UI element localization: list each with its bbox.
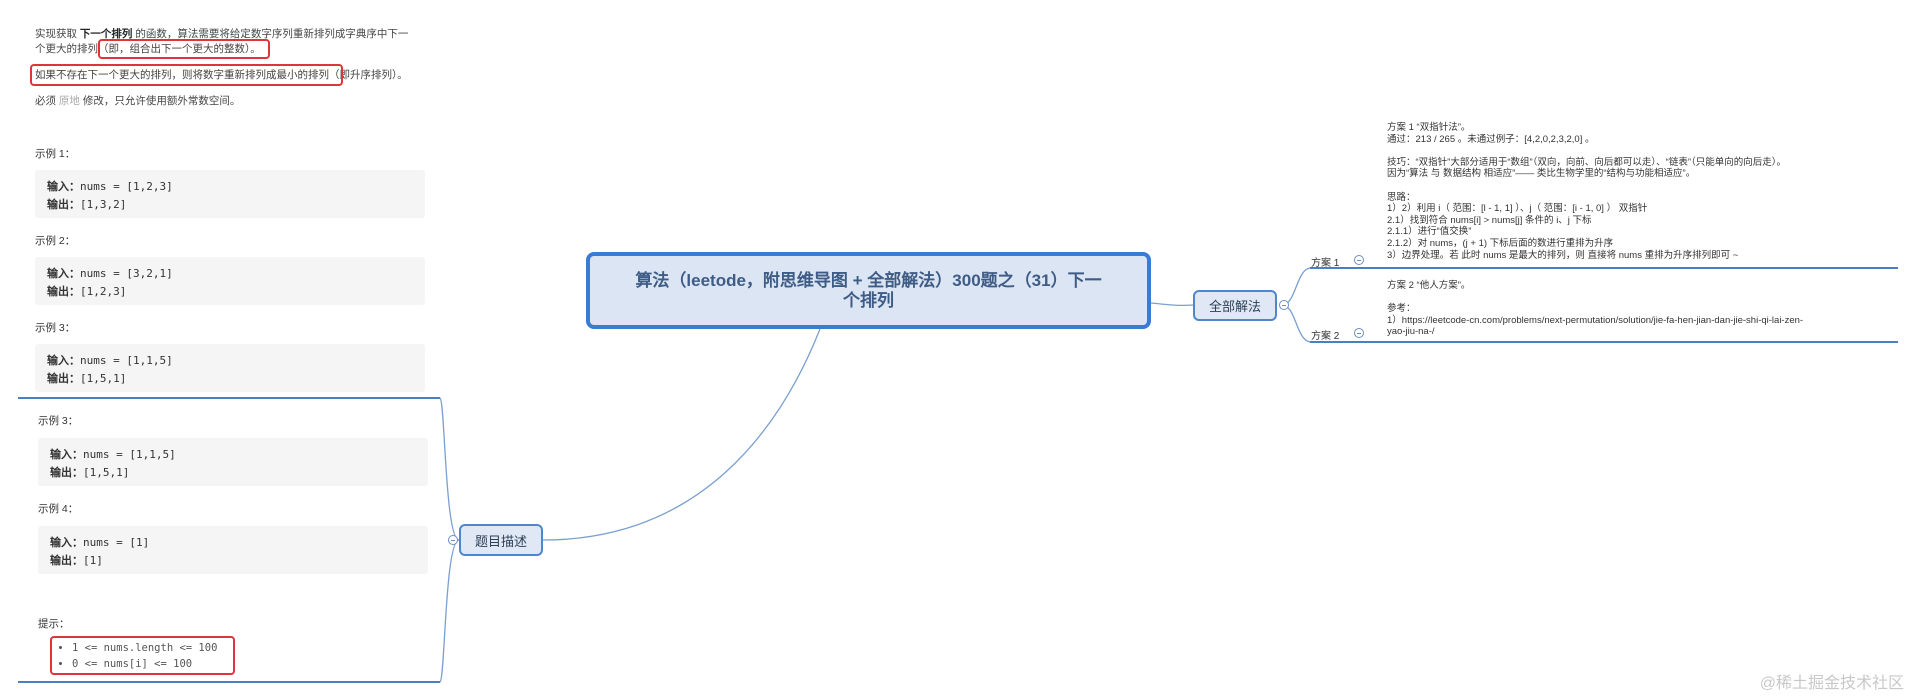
collapse-icon[interactable] xyxy=(1354,255,1364,265)
solution-2-text: 方案 2 “他人方案”。 参考： 1）https://leetcode-cn.c… xyxy=(1387,280,1804,338)
example-2-output-label: 输出： xyxy=(47,286,80,298)
problem-line1-prefix: 实现获取 xyxy=(35,28,80,40)
example-2-box: 输入：nums = [3,2,1] 输出：[1,2,3] xyxy=(35,257,425,305)
watermark: @稀土掘金技术社区 xyxy=(1759,675,1904,692)
example-1-input: nums = [1,2,3] xyxy=(80,180,173,193)
solution-1-text: 方案 1 “双指针法”。 通过：213 / 265 。未通过例子：[4,2,0,… xyxy=(1387,122,1786,261)
problem-line1-bold: 下一个排列 xyxy=(79,28,133,40)
collapse-icon[interactable] xyxy=(1354,328,1364,338)
problem-line4: 必须 原地 修改，只允许使用额外常数空间。 xyxy=(35,94,240,109)
all-solutions-node[interactable]: 全部解法 xyxy=(1193,290,1277,321)
example-1-title: 示例 1： xyxy=(35,148,76,160)
example-2-input: nums = [3,2,1] xyxy=(80,267,173,280)
problem-line4-prefix: 必须 xyxy=(35,95,59,107)
collapse-icon[interactable] xyxy=(448,535,458,545)
example-3b-box: 输入：nums = [1,1,5] 输出：[1,5,1] xyxy=(38,438,428,486)
problem-description-node[interactable]: 题目描述 xyxy=(459,524,543,556)
example-4-output: [1] xyxy=(83,554,103,567)
tips-list: 1 <= nums.length <= 100 0 <= nums[i] <= … xyxy=(58,640,217,672)
tips-title: 提示： xyxy=(38,618,70,630)
problem-line3-highlight: 如果不存在下一个更大的排列，则将数字重新排列成最小的排列 xyxy=(35,69,329,81)
problem-line3: 如果不存在下一个更大的排列，则将数字重新排列成最小的排列（即升序排列）。 xyxy=(35,68,408,83)
example-4-output-label: 输出： xyxy=(50,555,83,567)
problem-line3-suffix: （即升序排列）。 xyxy=(329,69,408,81)
problem-line4-suffix: 修改，只允许使用额外常数空间。 xyxy=(79,95,241,107)
central-topic[interactable]: 算法（leetode，附思维导图 + 全部解法）300题之（31）下一个排列 xyxy=(586,252,1151,329)
problem-line1-suffix: 的函数，算法需要将给定数字序列重新排列成字典序中下一 xyxy=(132,28,409,40)
example-3-input: nums = [1,1,5] xyxy=(80,354,173,367)
example-3b-input: nums = [1,1,5] xyxy=(83,448,176,461)
example-3-output-label: 输出： xyxy=(47,373,80,385)
problem-line4-muted: 原地 xyxy=(58,95,80,107)
solution-1-label[interactable]: 方案 1 xyxy=(1311,258,1340,269)
example-3b-input-label: 输入： xyxy=(50,449,83,461)
example-2-title: 示例 2： xyxy=(35,235,76,247)
highlight-box-1 xyxy=(98,39,270,59)
example-4-input-label: 输入： xyxy=(50,537,83,549)
example-1-box: 输入：nums = [1,2,3] 输出：[1,3,2] xyxy=(35,170,425,218)
example-3-output: [1,5,1] xyxy=(80,372,127,385)
example-3b-output-label: 输出： xyxy=(50,467,83,479)
solution-2-label[interactable]: 方案 2 xyxy=(1311,331,1340,342)
problem-line2-prefix: 个更大的排列 xyxy=(35,43,98,55)
example-1-output: [1,3,2] xyxy=(80,198,127,211)
highlight-box-2 xyxy=(30,64,343,86)
example-4-box: 输入：nums = [1] 输出：[1] xyxy=(38,526,428,574)
problem-line2-highlight: （即，组合出下一个更大的整数） xyxy=(98,43,251,55)
example-3b-title: 示例 3： xyxy=(38,415,79,427)
collapse-icon[interactable] xyxy=(1279,300,1289,310)
example-3-box: 输入：nums = [1,1,5] 输出：[1,5,1] xyxy=(35,344,425,392)
highlight-box-3 xyxy=(50,636,235,675)
example-4-title: 示例 4： xyxy=(38,503,79,515)
tip-item: 1 <= nums.length <= 100 xyxy=(72,640,217,656)
example-3b-output: [1,5,1] xyxy=(83,466,130,479)
example-4-input: nums = [1] xyxy=(83,536,150,549)
example-2-output: [1,2,3] xyxy=(80,285,127,298)
problem-statement: 实现获取 下一个排列 的函数，算法需要将给定数字序列重新排列成字典序中下一 个更… xyxy=(35,27,435,57)
tip-item: 0 <= nums[i] <= 100 xyxy=(72,656,217,672)
example-1-output-label: 输出： xyxy=(47,199,80,211)
problem-line2-suffix: 。 xyxy=(250,43,261,55)
example-1-input-label: 输入： xyxy=(47,181,80,193)
example-3-title: 示例 3： xyxy=(35,322,76,334)
example-2-input-label: 输入： xyxy=(47,268,80,280)
problem-description-label: 题目描述 xyxy=(474,533,527,549)
all-solutions-label: 全部解法 xyxy=(1208,299,1261,314)
example-3-input-label: 输入： xyxy=(47,355,80,367)
